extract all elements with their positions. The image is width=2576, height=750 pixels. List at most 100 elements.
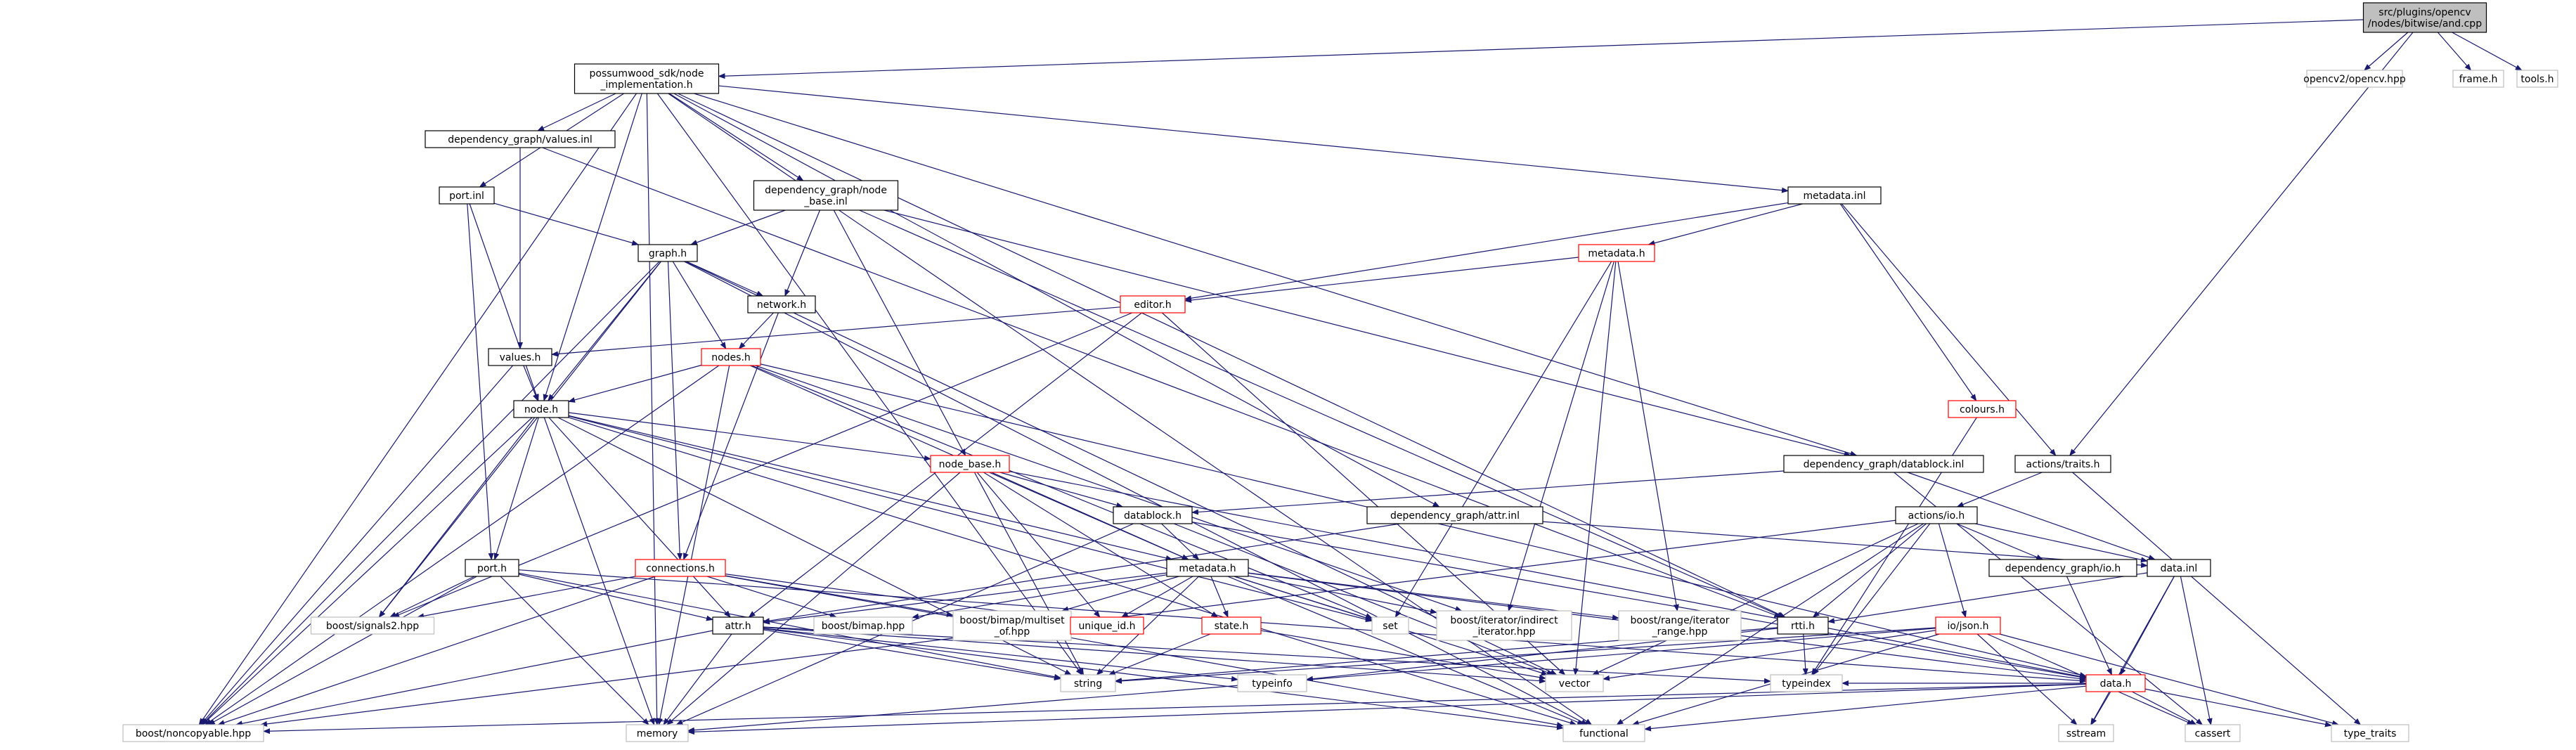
node-boost_iter_indirect: boost/iterator/indirect_iterator.hpp <box>1436 610 1572 641</box>
node-actions_traits[interactable]: actions/traits.h <box>2014 455 2111 473</box>
node-label: node_base.h <box>939 459 1002 470</box>
node-box <box>1366 506 1543 524</box>
node-functional: functional <box>1562 724 1645 742</box>
node-actions_io[interactable]: actions/io.h <box>1895 506 1978 524</box>
node-label: typeindex <box>1782 678 1831 690</box>
edge-metadata_h-to-attr_h <box>763 572 1167 625</box>
node-box <box>1988 559 2137 577</box>
node-colours_h[interactable]: colours.h <box>1948 400 2017 418</box>
edge-io_json-to-memory <box>687 628 1936 733</box>
edge-actions_io-to-rtti_h <box>1812 523 1927 618</box>
node-box <box>637 244 698 262</box>
node-dg_datablock_inl[interactable]: dependency_graph/datablock.inl <box>1783 455 1984 473</box>
node-box <box>1783 455 1984 473</box>
node-typeindex: typeindex <box>1770 674 1843 692</box>
node-metadata_h[interactable]: metadata.h <box>1166 559 1249 577</box>
node-box <box>122 724 264 742</box>
node-data_inl[interactable]: data.inl <box>2147 559 2211 577</box>
edge-node_base_h-to-state_h <box>983 472 1219 618</box>
node-box <box>635 559 726 577</box>
node-box <box>930 455 1010 473</box>
node-label: dependency_graph/values.inl <box>448 134 593 146</box>
node-label: set <box>1383 621 1398 632</box>
node-box <box>425 130 616 148</box>
edge-dg_node_base_inl-to-node_base_h <box>833 209 966 456</box>
edge-nodes_h-to-boost_noncopyable <box>205 365 720 725</box>
node-type_traits: type_traits <box>2331 724 2409 742</box>
edge-node_base_h-to-datablock_h <box>999 472 1124 508</box>
node-editor_h[interactable]: editor.h <box>1120 295 1186 313</box>
node-label: node.h <box>524 404 558 415</box>
edge-metadata_h-to-boost_iter_indirect <box>1248 575 1437 614</box>
edge-nodes_h-to-set <box>751 365 1373 619</box>
node-io_json[interactable]: io/json.h <box>1935 616 2001 635</box>
node-label: dependency_graph/io.h <box>2005 563 2121 574</box>
node-connections_h[interactable]: connections.h <box>635 559 726 577</box>
edge-dg_node_base_inl-to-dg_datablock_inl <box>884 209 1851 457</box>
node-box <box>753 180 899 211</box>
edge-metadata_h_red-to-set <box>1394 261 1612 618</box>
edge-root-to-tools <box>2452 32 2523 71</box>
edge-metadata_h-to-boost_bimap <box>912 574 1167 619</box>
node-network_h[interactable]: network.h <box>747 295 816 313</box>
node-metadata_inl[interactable]: metadata.inl <box>1787 186 1882 205</box>
edge-actions_traits-to-actions_io <box>1956 472 2043 507</box>
edge-attr_h-to-memory <box>663 633 732 725</box>
node-graph_h[interactable]: graph.h <box>637 244 698 262</box>
node-boost_signals2: boost/signals2.hpp <box>310 616 435 635</box>
edge-possumwood-to-metadata_inl <box>718 85 1789 193</box>
node-box <box>1120 295 1186 313</box>
node-root[interactable]: src/plugins/opencv/nodes/bitwise/and.cpp <box>2362 2 2487 33</box>
node-boost_bimap_multiset: boost/bimap/multiset_of.hpp <box>952 610 1072 641</box>
node-metadata_h_red[interactable]: metadata.h <box>1578 244 1655 262</box>
edge-dg_attr_inl-to-attr_h <box>763 523 1401 624</box>
node-label: colours.h <box>1960 404 2005 415</box>
node-tools: tools.h <box>2516 70 2558 88</box>
edge-data_inl-to-cassert <box>2180 576 2213 725</box>
node-port_h[interactable]: port.h <box>465 559 519 577</box>
node-cassert: cassert <box>2185 724 2241 742</box>
node-port_inl[interactable]: port.inl <box>439 186 495 205</box>
node-attr_h[interactable]: attr.h <box>712 616 764 635</box>
node-state_h[interactable]: state.h <box>1201 616 1262 635</box>
edge-graph_h-to-boost_signals2 <box>378 261 661 618</box>
node-dg_attr_inl[interactable]: dependency_graph/attr.inl <box>1366 506 1543 524</box>
edge-graph_h-to-boost_noncopyable <box>201 261 660 725</box>
node-possumwood[interactable]: possumwood_sdk/node_implementation.h <box>574 63 720 94</box>
edge-dg_node_base_inl-to-network_h <box>784 209 821 297</box>
edge-node_h-to-metadata_h <box>568 415 1173 561</box>
node-values_h[interactable]: values.h <box>488 348 552 366</box>
node-string: string <box>1060 674 1116 692</box>
node-rtti_h[interactable]: rtti.h <box>1777 616 1829 635</box>
edge-node_h-to-memory <box>543 417 655 725</box>
node-nodes_h[interactable]: nodes.h <box>701 348 761 366</box>
edge-rtti_h-to-typeindex <box>1802 633 1808 675</box>
node-box <box>1371 616 1409 635</box>
node-dg_values_inl[interactable]: dependency_graph/values.inl <box>425 130 616 148</box>
node-box <box>1237 674 1307 692</box>
edge-node_h-to-boost_noncopyable <box>202 417 533 725</box>
node-dg_io_h[interactable]: dependency_graph/io.h <box>1988 559 2137 577</box>
node-label: memory <box>637 728 678 739</box>
node-datablock_h[interactable]: datablock.h <box>1113 506 1193 524</box>
node-label: actions/io.h <box>1908 510 1965 522</box>
edge-graph_h-to-connections_h <box>667 261 683 560</box>
node-label: boost/iterator/indirect_iterator.hpp <box>1450 615 1558 638</box>
edge-attr_h-to-boost_noncopyable <box>235 630 713 727</box>
node-label: opencv2/opencv.hpp <box>2303 74 2406 85</box>
node-data_h[interactable]: data.h <box>2085 674 2146 692</box>
node-label: network.h <box>757 299 806 311</box>
edge-metadata_inl-to-actions_traits <box>1841 203 2057 456</box>
edge-port_h-to-boost_signals2 <box>389 576 475 618</box>
edge-network_h-to-nodes_h <box>738 312 774 349</box>
node-box <box>574 63 720 94</box>
node-unique_id[interactable]: unique_id.h <box>1070 616 1144 635</box>
node-node_base_h[interactable]: node_base.h <box>930 455 1010 473</box>
node-dg_node_base_inl[interactable]: dependency_graph/node_base.inl <box>753 180 899 211</box>
node-node_h[interactable]: node.h <box>513 400 569 418</box>
node-box <box>1201 616 1262 635</box>
edge-possumwood-to-dg_attr_inl <box>673 93 1440 507</box>
edge-layer <box>198 19 2523 735</box>
node-label: tools.h <box>2520 74 2554 85</box>
